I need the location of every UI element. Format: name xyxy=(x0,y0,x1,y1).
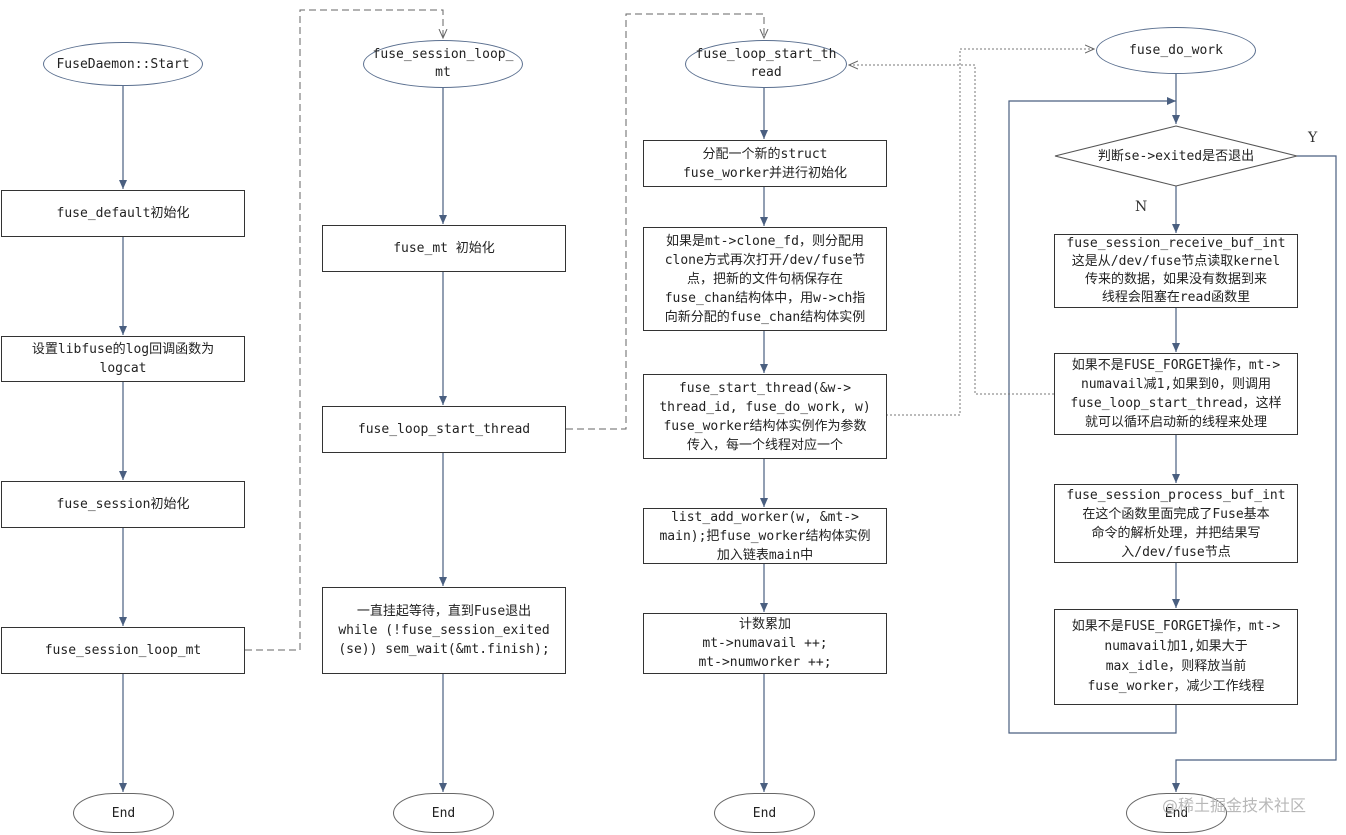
step-alloc-worker: 分配一个新的struct fuse_worker并进行初始化 xyxy=(643,140,887,187)
step-fuse-session-init: fuse_session初始化 xyxy=(1,481,245,528)
step-label: fuse_worker，减少工作线程 xyxy=(1087,679,1265,694)
step-label: fuse_loop_start_thread xyxy=(357,422,531,437)
step-label: 线程会阻塞在read函数里 xyxy=(1101,290,1251,305)
decision-label: 判断se->exited是否退出 xyxy=(1097,148,1255,164)
step-label: fuse_session_loop_mt xyxy=(44,643,202,658)
start-label: mt xyxy=(435,65,451,80)
step-label: 一直挂起等待，直到Fuse退出 xyxy=(356,604,532,619)
step-label: 设置libfuse的log回调函数为 xyxy=(31,342,215,357)
start-label: read xyxy=(750,65,782,80)
step-label: 在这个函数里面完成了Fuse基本 xyxy=(1082,506,1270,522)
step-label: 加入链表main中 xyxy=(716,547,814,563)
decision-diamond xyxy=(1054,125,1298,187)
step-label: logcat xyxy=(99,361,147,376)
end-label: End xyxy=(431,805,456,821)
start-node-loop-start-thread: fuse_loop_start_th read xyxy=(685,40,847,88)
step-label: fuse_start_thread(&w-> xyxy=(678,380,852,396)
dashed-c1-c2 xyxy=(245,9,443,651)
step-label: fuse_session_process_buf_int xyxy=(1066,487,1286,503)
step-label: 传入，每一个线程对应一个 xyxy=(686,437,843,453)
end-node-col1: End xyxy=(73,793,174,833)
step-label: fuse_worker并进行初始化 xyxy=(682,165,848,181)
step-label: 如果不是FUSE_FORGET操作，mt-> xyxy=(1071,619,1281,634)
start-label: fuse_do_work xyxy=(1129,43,1223,58)
step-clone-fd: 如果是mt->clone_fd，则分配用 clone方式再次打开/dev/fus… xyxy=(643,227,887,331)
step-label: 点，把新的文件句柄保存在 xyxy=(686,271,843,287)
start-node-fuse-do-work: fuse_do_work xyxy=(1096,27,1256,74)
step-label: (se)) sem_wait(&mt.finish); xyxy=(338,642,550,657)
branch-yes-label: Y xyxy=(1308,130,1318,146)
step-receive-buf: fuse_session_receive_buf_int 这是从/dev/fus… xyxy=(1054,234,1298,308)
step-label: thread_id, fuse_do_work, w) xyxy=(659,399,871,415)
step-numavail-decrement: 如果不是FUSE_FORGET操作，mt-> numavail减1,如果到0，则… xyxy=(1054,353,1298,435)
end-label: End xyxy=(752,805,777,821)
decision-se-exited: 判断se->exited是否退出 xyxy=(1066,144,1286,168)
step-set-log-callback: 设置libfuse的log回调函数为 logcat xyxy=(1,336,245,382)
step-label: fuse_mt 初始化 xyxy=(393,241,495,256)
step-label: mt->numavail ++; xyxy=(702,636,828,651)
step-fuse-mt-init: fuse_mt 初始化 xyxy=(322,225,566,272)
step-fuse-session-loop-mt: fuse_session_loop_mt xyxy=(1,627,245,674)
step-label: 命令的解析处理，并把结果写 xyxy=(1091,525,1261,541)
step-label: 这是从/dev/fuse节点读取kernel xyxy=(1071,254,1281,269)
step-numavail-increment: 如果不是FUSE_FORGET操作，mt-> numavail加1,如果大于 m… xyxy=(1054,609,1298,705)
step-label: 入/dev/fuse节点 xyxy=(1121,544,1231,560)
end-label: End xyxy=(1164,805,1189,821)
step-label: 分配一个新的struct xyxy=(702,146,828,162)
loop-back-connector xyxy=(1008,97,1177,734)
step-fuse-default-init: fuse_default初始化 xyxy=(1,190,245,237)
step-list-add-worker: list_add_worker(w, &mt-> main);把fuse_wor… xyxy=(643,508,887,564)
branch-no-label: N xyxy=(1135,199,1148,215)
step-label: 计数累加 xyxy=(738,617,791,632)
start-node-session-loop-mt: fuse_session_loop_ mt xyxy=(363,40,523,88)
step-label: clone方式再次打开/dev/fuse节 xyxy=(664,252,866,268)
dashed-c2-c3 xyxy=(566,13,764,430)
step-label: fuse_session_receive_buf_int xyxy=(1066,236,1286,251)
end-node-col2: End xyxy=(393,793,494,833)
start-label: fuse_session_loop_ xyxy=(372,47,514,62)
end-node-col3: End xyxy=(714,793,815,833)
step-label: 向新分配的fuse_chan结构体实例 xyxy=(664,309,866,325)
step-label: 如果是mt->clone_fd，则分配用 xyxy=(666,233,864,249)
step-fuse-loop-start-thread: fuse_loop_start_thread xyxy=(322,406,566,453)
dotted-c3-c4 xyxy=(886,49,1094,416)
step-wait-until-exit: 一直挂起等待，直到Fuse退出 while (!fuse_session_exi… xyxy=(322,587,566,674)
step-label: main);把fuse_worker结构体实例 xyxy=(659,528,871,544)
end-label: End xyxy=(111,805,136,821)
watermark: @稀土掘金技术社区 xyxy=(1162,796,1307,815)
step-label: while (!fuse_session_exited xyxy=(338,623,550,638)
step-label: fuse_chan结构体中，用w->ch指 xyxy=(664,290,866,306)
step-label: max_idle，则释放当前 xyxy=(1105,659,1247,674)
step-label: numavail加1,如果大于 xyxy=(1104,639,1248,654)
step-fuse-start-thread: fuse_start_thread(&w-> thread_id, fuse_d… xyxy=(643,374,887,459)
step-label: fuse_loop_start_thread，这样 xyxy=(1070,396,1282,411)
step-label: fuse_default初始化 xyxy=(56,206,190,221)
step-label: list_add_worker(w, &mt-> xyxy=(671,509,859,525)
step-label: fuse_session初始化 xyxy=(56,497,190,512)
step-label: 如果不是FUSE_FORGET操作，mt-> xyxy=(1071,358,1281,373)
step-label: 传来的数据，如果没有数据到来 xyxy=(1084,272,1267,287)
step-label: mt->numworker ++; xyxy=(698,655,832,670)
step-label: fuse_worker结构体实例作为参数 xyxy=(663,418,867,434)
start-label: fuse_loop_start_th xyxy=(695,47,837,62)
start-label: FuseDaemon::Start xyxy=(56,56,190,72)
end-node-col4: End xyxy=(1126,793,1227,833)
yes-exit-connector xyxy=(1172,155,1337,792)
step-label: 就可以循环启动新的线程来处理 xyxy=(1084,415,1267,430)
step-count-increment: 计数累加 mt->numavail ++; mt->numworker ++; xyxy=(643,613,887,674)
step-process-buf: fuse_session_process_buf_int 在这个函数里面完成了F… xyxy=(1054,484,1298,563)
start-node-fusedaemon: FuseDaemon::Start xyxy=(43,42,203,86)
step-label: numavail减1,如果到0，则调用 xyxy=(1080,377,1272,392)
